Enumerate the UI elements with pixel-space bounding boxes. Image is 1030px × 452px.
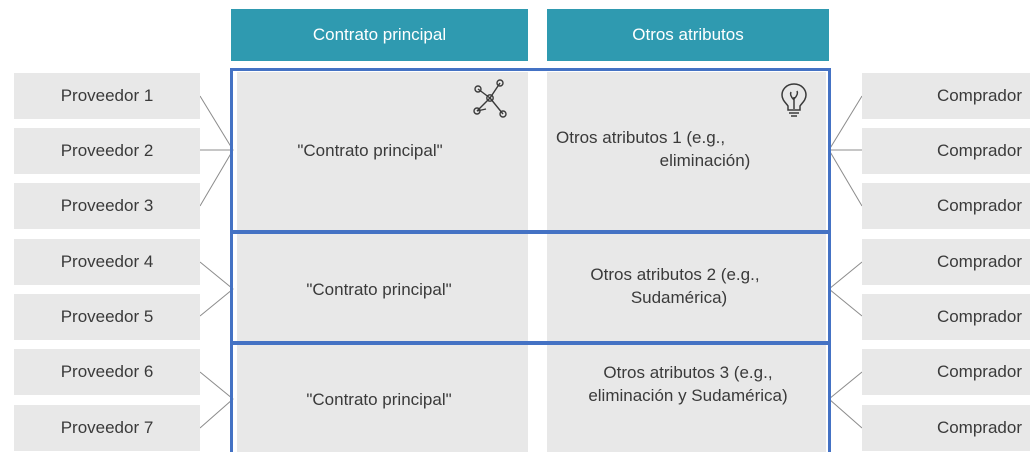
connector-left-group-2 bbox=[199, 261, 234, 317]
group-3-outline bbox=[230, 342, 831, 452]
connector-left-group-1 bbox=[199, 95, 234, 207]
buyer-1: Comprador bbox=[862, 73, 1030, 119]
buyer-7: Comprador bbox=[862, 405, 1030, 451]
group-2-other-line-1: Otros atributos 2 (e.g., bbox=[590, 265, 760, 284]
buyer-4: Comprador bbox=[862, 239, 1030, 285]
supplier-6: Proveedor 6 bbox=[14, 349, 200, 395]
connector-right-group-2 bbox=[828, 261, 863, 317]
buyer-2: Comprador bbox=[862, 128, 1030, 174]
group-2-contract-text: "Contrato principal" bbox=[306, 280, 452, 299]
network-icon bbox=[473, 79, 507, 118]
supplier-4: Proveedor 4 bbox=[14, 239, 200, 285]
connector-left-group-3 bbox=[199, 371, 234, 429]
supplier-7: Proveedor 7 bbox=[14, 405, 200, 451]
group-2-outline bbox=[230, 231, 831, 344]
contract-column bbox=[237, 72, 528, 452]
group-1-other-line-2: eliminación) bbox=[659, 150, 751, 170]
group-3-contract-text: "Contrato principal" bbox=[306, 390, 452, 409]
group-2-other-text: Otros atributos 2 (e.g., Sudamérica) bbox=[550, 264, 800, 310]
group-3-other-line-1: Otros atributos 3 (e.g., bbox=[603, 363, 773, 382]
buyer-6: Comprador bbox=[862, 349, 1030, 395]
supplier-5: Proveedor 5 bbox=[14, 294, 200, 340]
group-1-outline bbox=[230, 68, 831, 233]
other-attributes-column bbox=[547, 72, 826, 452]
connector-right-group-3 bbox=[828, 371, 863, 429]
group-3-other-text: Otros atributos 3 (e.g., eliminación y S… bbox=[556, 362, 820, 408]
supplier-3: Proveedor 3 bbox=[14, 183, 200, 229]
group-3-other-line-2: eliminación y Sudamérica) bbox=[588, 385, 788, 405]
buyer-5: Comprador bbox=[862, 294, 1030, 340]
group-1-contract-text: "Contrato principal" bbox=[297, 141, 443, 160]
group-1-other-line-1: Otros atributos 1 (e.g., bbox=[556, 128, 726, 147]
header-contract: Contrato principal bbox=[231, 9, 528, 61]
supplier-1: Proveedor 1 bbox=[14, 73, 200, 119]
group-1-other-text: Otros atributos 1 (e.g., eliminación) bbox=[550, 127, 800, 173]
header-other-attributes: Otros atributos bbox=[547, 9, 829, 61]
group-2-other-line-2: Sudamérica) bbox=[630, 287, 728, 307]
connector-right-group-1 bbox=[828, 95, 863, 207]
lightbulb-icon bbox=[781, 83, 807, 117]
buyer-3: Comprador bbox=[862, 183, 1030, 229]
supplier-2: Proveedor 2 bbox=[14, 128, 200, 174]
